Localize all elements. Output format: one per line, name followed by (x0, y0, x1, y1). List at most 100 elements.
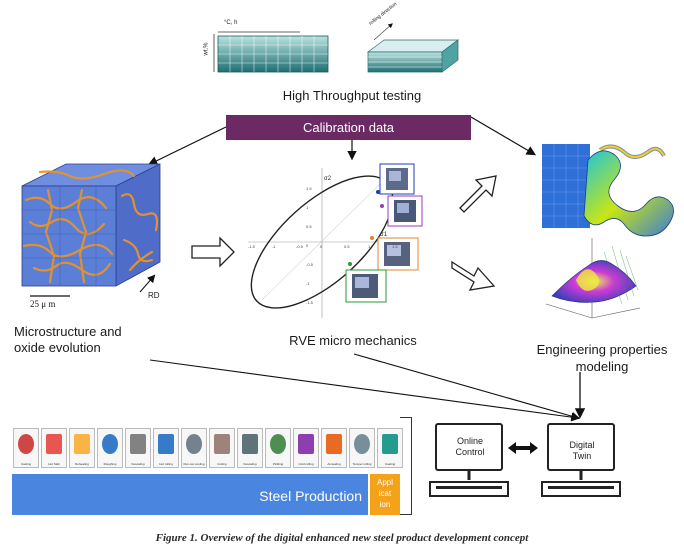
rve-x-tick: 0 (320, 244, 323, 249)
process-step-glyph (158, 434, 174, 454)
process-step-label: Run-out cooling (183, 462, 205, 466)
high-throughput-grid (213, 31, 329, 73)
process-step-icon: Annealing (321, 428, 347, 468)
process-step-icon: Coiling (209, 428, 235, 468)
application-line-2: icat (378, 489, 392, 498)
process-step-glyph (382, 434, 398, 454)
hollow-arrow-micro-to-rve (191, 236, 235, 268)
process-step-icon: Run-out cooling (181, 428, 207, 468)
engineering-fe-model (542, 144, 674, 237)
rve-x-tick: 1 (368, 244, 371, 249)
figure-caption: Figure 1. Overview of the digital enhanc… (155, 532, 529, 544)
process-step-icon: Descaling (125, 428, 151, 468)
scale-bar-label: 25 μ m (30, 299, 56, 309)
rve-y-tick: 0 (306, 243, 309, 248)
rve-y-tick: 1.5 (306, 186, 312, 191)
process-step-icon: Casting (13, 428, 39, 468)
arrow-rve-to-twin (353, 353, 581, 421)
digital-twin-line1: Digital (569, 440, 595, 450)
application-line-3: ion (379, 500, 391, 509)
grid-axis-side-label: wt.% (203, 42, 210, 56)
rve-x-tick: -1.5 (248, 244, 255, 249)
rve-y-tick: -0.5 (306, 262, 313, 267)
arrow-calib-to-micro (147, 126, 227, 166)
hollow-arrow-rve-to-eng-bottom (451, 260, 496, 291)
digital-twin-text: Digital Twin (556, 440, 608, 462)
process-step-glyph (186, 434, 202, 454)
microstructure-label: Microstructure and oxide evolution (14, 324, 184, 356)
process-step-glyph (326, 434, 342, 454)
process-step-icon: Roughing (97, 428, 123, 468)
process-step-label: Temper rolling (352, 462, 372, 466)
process-step-icon: Pickling (265, 428, 291, 468)
online-control-text: Online Control (444, 436, 496, 458)
process-step-glyph (214, 434, 230, 454)
process-step-icon: Reheating (69, 428, 95, 468)
engineering-label: Engineering properties modeling (520, 341, 684, 375)
online-control-line2: Control (455, 447, 485, 457)
online-control-line1: Online (456, 436, 483, 446)
process-step-label: Cold rolling (298, 462, 314, 466)
rve-x-tick: 0.5 (344, 244, 350, 249)
process-step-glyph (298, 434, 314, 454)
high-throughput-label: High Throughput testing (282, 88, 422, 103)
process-step-glyph (130, 434, 146, 454)
process-step-label: Coating (384, 462, 396, 466)
arrow-calib-to-eng (470, 116, 537, 156)
grid-axis-top-label: °C, h (224, 20, 238, 26)
digital-twin-line2: Twin (572, 451, 592, 461)
rve-x-tick: 1.5 (392, 244, 398, 249)
process-step-label: Descaling (243, 462, 257, 466)
sigma1-axis-label: σ1 (380, 232, 388, 238)
rve-y-tick: 1 (306, 205, 309, 210)
process-step-label: Annealing (327, 462, 341, 466)
digital-twin-computer (541, 423, 621, 497)
process-step-glyph (46, 434, 62, 454)
hollow-arrow-rve-to-eng-top (459, 175, 497, 213)
bidirectional-arrow (508, 442, 538, 454)
application-box: Appl icat ion (370, 474, 400, 515)
microstructure-label-line1: Microstructure and (14, 324, 122, 339)
rve-y-tick: -1.5 (306, 300, 313, 305)
sigma2-axis-label: σ2 (324, 176, 332, 182)
arrow-micro-to-twin (149, 359, 581, 422)
rolling-direction-label: RD (148, 291, 160, 300)
process-step-icon: Hot rolling (153, 428, 179, 468)
process-step-glyph (102, 434, 118, 454)
rolled-slab-stack (366, 23, 460, 73)
process-step-label: Hot Slab (48, 462, 60, 466)
rve-cube-4 (345, 269, 387, 303)
process-step-icon: Coating (377, 428, 403, 468)
online-control-computer (429, 423, 509, 497)
process-step-icon: Hot Slab (41, 428, 67, 468)
process-step-label: Hot rolling (159, 462, 173, 466)
process-step-icon: Cold rolling (293, 428, 319, 468)
application-line-1: Appl (376, 478, 393, 487)
calibration-data-box: Calibration data (226, 115, 471, 140)
process-step-icon: Temper rolling (349, 428, 375, 468)
process-step-glyph (74, 434, 90, 454)
process-step-glyph (270, 434, 286, 454)
steel-production-label: Steel Production (259, 488, 362, 504)
rve-cube-2 (387, 195, 423, 227)
process-step-label: Pickling (272, 462, 284, 466)
process-step-label: Roughing (103, 462, 117, 466)
microstructure-label-line2: oxide evolution (14, 340, 101, 355)
rve-cube-1 (379, 163, 415, 195)
process-step-label: Descaling (131, 462, 145, 466)
engineering-surface-plot (545, 238, 641, 319)
rve-x-tick: -0.5 (296, 244, 303, 249)
engineering-label-line1: Engineering properties (536, 342, 668, 357)
rve-label: RVE micro mechanics (289, 333, 417, 348)
process-step-glyph (18, 434, 34, 454)
process-step-label: Coiling (217, 462, 227, 466)
production-bracket (400, 417, 412, 515)
process-step-label: Reheating (75, 462, 89, 466)
rve-y-tick: 0.5 (306, 224, 312, 229)
process-step-glyph (354, 434, 370, 454)
engineering-label-line2: modeling (575, 359, 629, 374)
process-step-glyph (242, 434, 258, 454)
